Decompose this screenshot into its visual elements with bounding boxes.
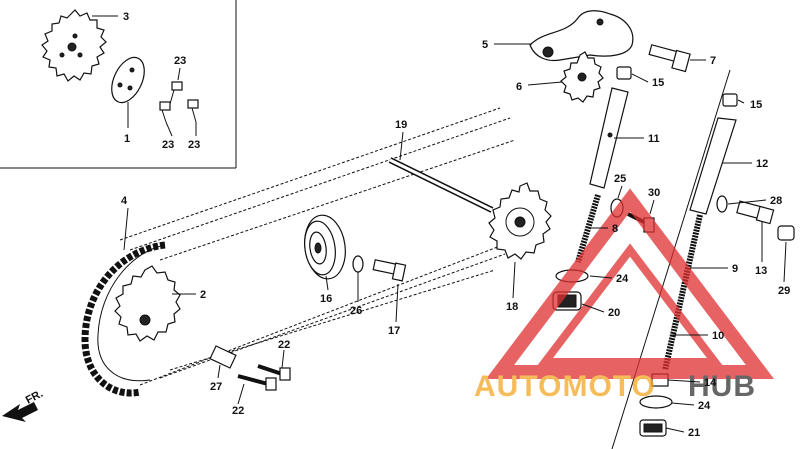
- callout-17: 17: [388, 325, 400, 337]
- callout-11: 11: [648, 133, 660, 145]
- watermark-logo: AUTOMOTO HUB: [474, 188, 775, 403]
- callout-30: 30: [648, 187, 660, 199]
- callout-21: 21: [688, 427, 700, 439]
- bolt-7: [648, 44, 691, 73]
- washer-26: [352, 255, 364, 273]
- callout-23c: 23: [188, 139, 200, 151]
- callout-13: 13: [755, 265, 767, 277]
- callout-23a: 23: [174, 55, 186, 67]
- callout-22b: 22: [278, 339, 290, 351]
- bolt-13: [736, 200, 775, 225]
- watermark-triangle: [485, 188, 775, 379]
- chain-4: [81, 241, 166, 397]
- callout-24b: 24: [698, 400, 711, 412]
- front-direction-arrow: FR.: [2, 388, 45, 422]
- callout-1: 1: [124, 133, 130, 145]
- callout-10: 10: [712, 330, 724, 342]
- shaft-19: [388, 157, 494, 213]
- callout-7: 7: [710, 55, 716, 67]
- threaded-rod-8: [575, 194, 601, 263]
- callout-25: 25: [614, 173, 626, 185]
- callout-24a: 24: [616, 273, 629, 285]
- watermark-text-right: HUB: [688, 370, 756, 403]
- callout-6: 6: [516, 81, 522, 93]
- bolts-23: [159, 81, 199, 123]
- washer-24b: [639, 395, 673, 409]
- rod-11: [589, 87, 629, 189]
- callout-29: 29: [778, 285, 790, 297]
- callout-2: 2: [200, 289, 206, 301]
- o-ring-28: [716, 195, 728, 213]
- callout-15a: 15: [652, 77, 664, 89]
- sprocket-18: [488, 182, 552, 260]
- sprocket-6: [560, 51, 604, 103]
- nut-15a: [616, 66, 632, 80]
- bolt-17: [372, 259, 407, 282]
- roller-16: [304, 214, 346, 280]
- rod-12: [689, 117, 737, 215]
- callout-4: 4: [121, 195, 128, 207]
- callout-18: 18: [506, 301, 518, 313]
- inset-frame: [0, 0, 237, 169]
- bolts-22: [237, 364, 291, 391]
- bolt-21: [639, 419, 667, 437]
- callout-20: 20: [608, 307, 620, 319]
- direction-label: FR.: [24, 388, 45, 407]
- nut-15b: [722, 93, 738, 107]
- chain-outline: [119, 107, 516, 386]
- sprocket-3: [41, 9, 107, 82]
- callout-labels: 3 1 23 23 23 4 2 19 16 26 17 18 5 6 7 15…: [121, 11, 790, 439]
- threaded-rod-9: [662, 214, 703, 371]
- tensioner-arm-5: [529, 10, 634, 62]
- cap-nut-29: [777, 225, 795, 241]
- plate-1: [111, 56, 145, 104]
- callout-15b: 15: [750, 99, 762, 111]
- callout-16: 16: [320, 293, 332, 305]
- watermark-text-left: AUTOMOTO: [474, 370, 656, 403]
- leader-lines: [92, 15, 787, 433]
- callout-14: 14: [704, 377, 717, 389]
- collar-27: [209, 345, 237, 369]
- callout-28: 28: [770, 195, 782, 207]
- callout-23b: 23: [162, 139, 174, 151]
- callout-27: 27: [210, 381, 222, 393]
- callout-26: 26: [350, 305, 362, 317]
- callout-8: 8: [612, 223, 618, 235]
- callout-9: 9: [732, 263, 738, 275]
- callout-3: 3: [123, 11, 129, 23]
- callout-19: 19: [395, 119, 407, 131]
- sprocket-2: [114, 265, 181, 342]
- callout-5: 5: [482, 39, 488, 51]
- callout-12: 12: [756, 158, 768, 170]
- callout-22a: 22: [232, 405, 244, 417]
